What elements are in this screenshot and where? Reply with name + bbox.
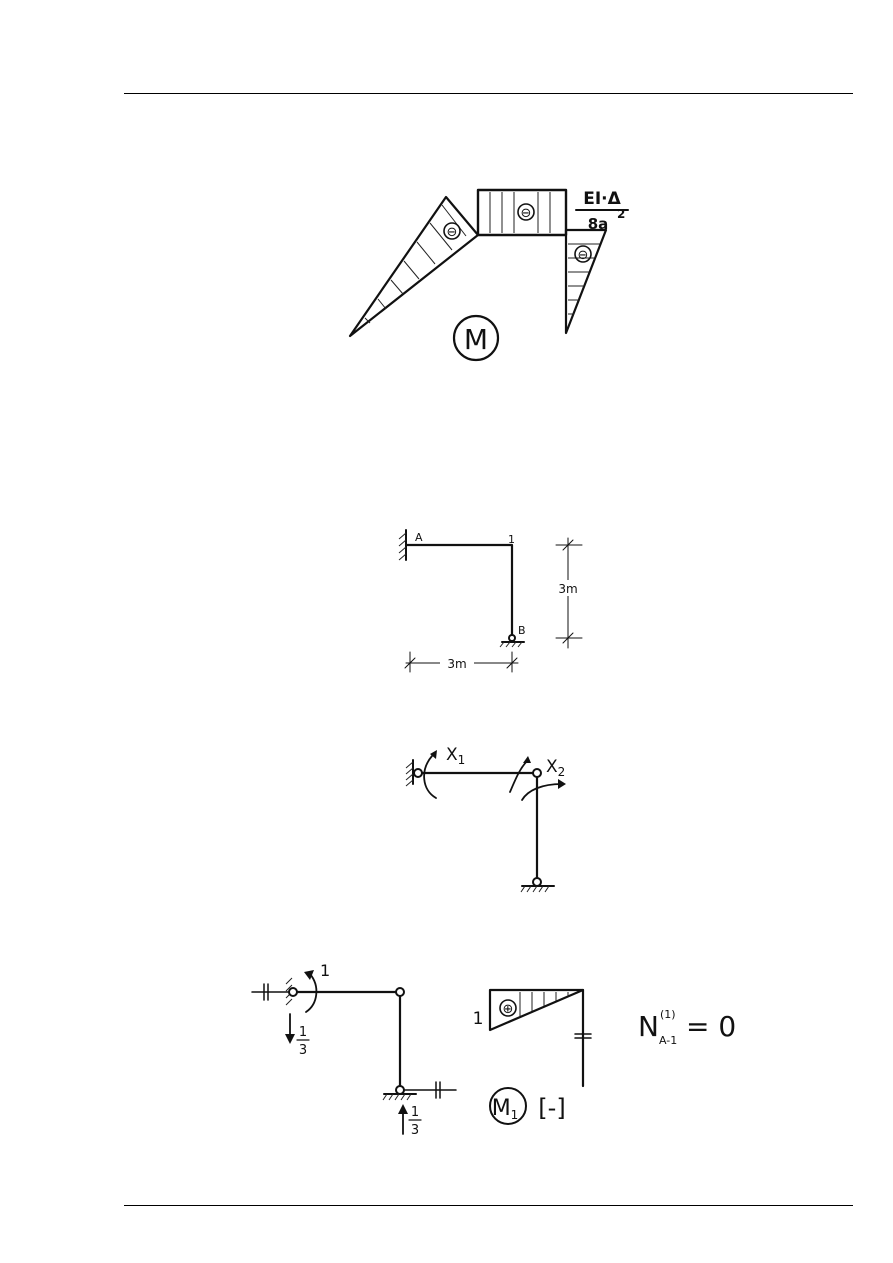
- middle-minus-circle: [517, 203, 535, 221]
- m-label: M: [464, 323, 488, 356]
- normal-force-text: N: [638, 1010, 659, 1043]
- moment-diagram: ⊖ ⊖ ⊖ EI·Δ 8a 2 M: [348, 188, 629, 362]
- reaction-top-num: 1: [299, 1025, 307, 1040]
- unit-hinge-corner: [395, 987, 405, 997]
- x2-moment-arc-right: [521, 783, 563, 801]
- unit-moment-label: 1: [320, 961, 330, 980]
- x1-label: X1: [446, 745, 465, 767]
- normal-force-equation: N (1) A-1 = 0: [638, 1008, 736, 1047]
- x2-label: X2: [546, 757, 565, 779]
- left-sign: ⊖: [447, 225, 458, 240]
- m1-triangle: [488, 988, 585, 1032]
- right-sign: ⊖: [578, 248, 589, 263]
- m1-label-circle: [489, 1087, 527, 1125]
- m1-hatch: [519, 992, 569, 1016]
- hinge-corner: [532, 768, 542, 778]
- frame-geometry: A 1 B 3m 3m: [398, 529, 583, 673]
- left-minus-circle: [443, 222, 461, 240]
- m-label-circle: [452, 314, 500, 362]
- middle-rect: [476, 188, 568, 237]
- middle-sign: ⊖: [521, 206, 532, 221]
- scale-exponent: 2: [617, 207, 625, 221]
- normal-force-sup: (1): [660, 1008, 676, 1021]
- released-frame: [416, 771, 539, 882]
- left-triangle: [348, 195, 480, 338]
- normal-force-sub: A-1: [659, 1034, 677, 1047]
- x2-moment-arc-left: [509, 759, 529, 793]
- unit-load-state: 1 1 3 1 3: [251, 961, 457, 1138]
- node-label-1: 1: [508, 533, 515, 546]
- x1-moment-arc: [423, 755, 437, 799]
- m1-plus-circle: [499, 999, 517, 1017]
- normal-force-value: = 0: [686, 1010, 736, 1043]
- m1-unit: [-]: [538, 1094, 565, 1122]
- dim-horizontal-label: 3m: [447, 657, 466, 671]
- m1-ordinate: 1: [473, 1009, 484, 1029]
- m1-diagram: ⊕ 1 M1 [-]: [473, 988, 592, 1125]
- node-label-a: A: [415, 531, 423, 544]
- scale-denominator: 8a: [588, 215, 609, 233]
- dim-vertical-label: 3m: [558, 582, 577, 596]
- reaction-bottom-den: 3: [411, 1123, 419, 1138]
- m1-sign: ⊕: [503, 1002, 514, 1017]
- reaction-top-den: 3: [299, 1043, 307, 1058]
- footer-rule: [124, 1205, 853, 1206]
- left-triangle-hatch: [364, 204, 467, 324]
- hinge-left: [413, 768, 423, 778]
- reaction-bottom-num: 1: [411, 1105, 419, 1120]
- unit-moment-arc: [305, 973, 318, 1013]
- scale-numerator: EI·Δ: [583, 189, 621, 209]
- frame-members: [404, 543, 514, 638]
- hinge-bottom: [532, 877, 542, 887]
- right-minus-circle: [574, 245, 592, 263]
- right-triangle: [564, 228, 608, 335]
- m1-label: M1: [492, 1096, 519, 1122]
- pin-support-b: [508, 634, 516, 642]
- unknowns-system: X1 X2: [405, 745, 566, 893]
- node-label-b: B: [518, 624, 526, 637]
- unit-hinge-left: [288, 987, 298, 997]
- header-rule: [124, 93, 853, 94]
- right-triangle-hatch: [568, 243, 600, 315]
- unit-hinge-bottom: [395, 1085, 405, 1095]
- middle-rect-hatch: [489, 192, 551, 233]
